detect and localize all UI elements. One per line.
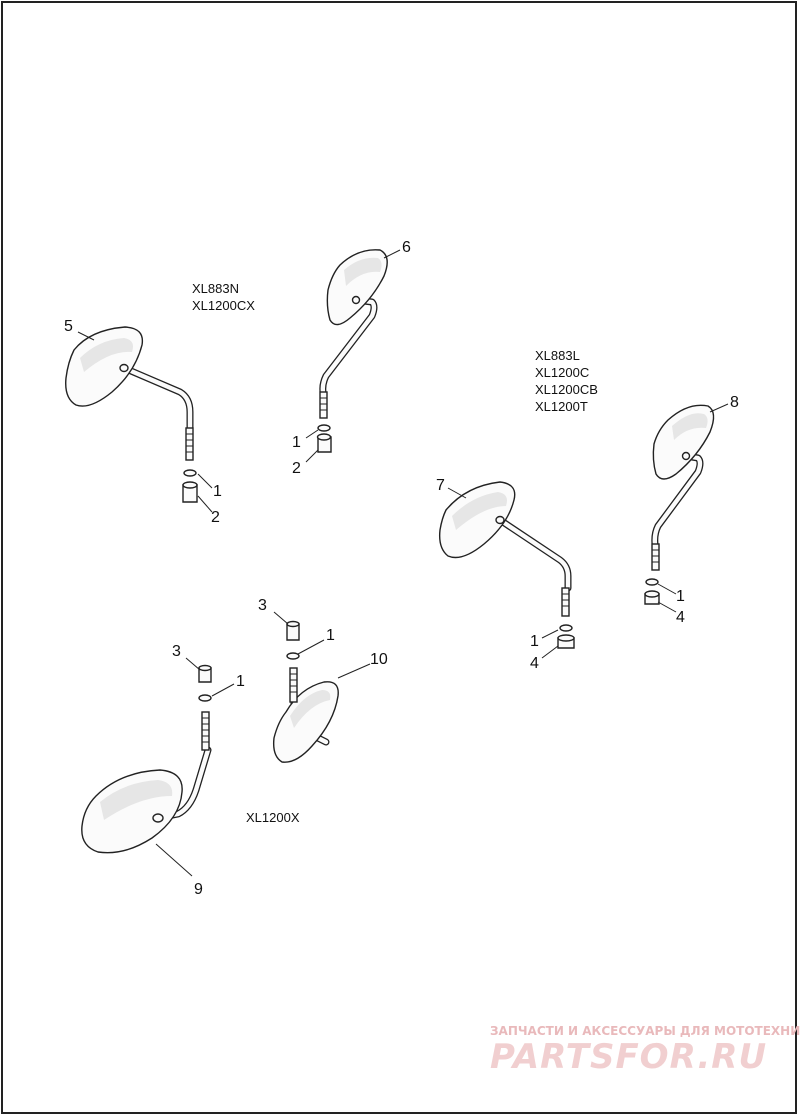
callout-4: 4	[676, 609, 685, 626]
watermark-logo: PARTSFOR.RU	[490, 1037, 767, 1077]
callout-1: 1	[236, 673, 245, 690]
model-label: XL1200X	[246, 810, 300, 825]
model-label: XL883N	[192, 281, 239, 296]
callout-1: 1	[326, 627, 335, 644]
mirror-8	[644, 404, 715, 605]
mirror-9	[81, 664, 212, 854]
watermark-tagline: ЗАПЧАСТИ И АКСЕССУАРЫ ДЛЯ МОТОТЕХНИКИ	[490, 1024, 800, 1038]
mirror-10	[272, 620, 339, 763]
callout-4: 4	[530, 655, 539, 672]
callout-9: 9	[194, 881, 203, 898]
callout-7: 7	[436, 477, 445, 494]
watermark: ЗАПЧАСТИ И АКСЕССУАРЫ ДЛЯ МОТОТЕХНИКИ PA…	[490, 1024, 800, 1077]
callout-10: 10	[370, 651, 388, 668]
model-label: XL1200T	[535, 399, 588, 414]
model-label: XL1200C	[535, 365, 589, 380]
callout-1: 1	[530, 633, 539, 650]
callout-5: 5	[64, 318, 73, 335]
mirror-6	[316, 249, 388, 453]
model-labels: XL883N XL1200CX XL883L XL1200C XL1200CB …	[192, 281, 598, 825]
callout-2: 2	[211, 509, 220, 526]
callout-1: 1	[213, 483, 222, 500]
mirror-5	[65, 326, 198, 503]
model-label: XL1200CX	[192, 298, 255, 313]
callout-3: 3	[258, 597, 267, 614]
callout-numbers: 5 1 2 6 1 2 7 1 4 8 1 4 3 1 3 1 10 9	[64, 239, 739, 898]
callout-3: 3	[172, 643, 181, 660]
mirror-7	[438, 481, 575, 649]
leader-lines	[77, 249, 729, 877]
model-label: XL1200CB	[535, 382, 598, 397]
callout-1: 1	[676, 588, 685, 605]
callout-6: 6	[402, 239, 411, 256]
callout-8: 8	[730, 394, 739, 411]
callout-1: 1	[292, 434, 301, 451]
callout-2: 2	[292, 460, 301, 477]
model-label: XL883L	[535, 348, 580, 363]
